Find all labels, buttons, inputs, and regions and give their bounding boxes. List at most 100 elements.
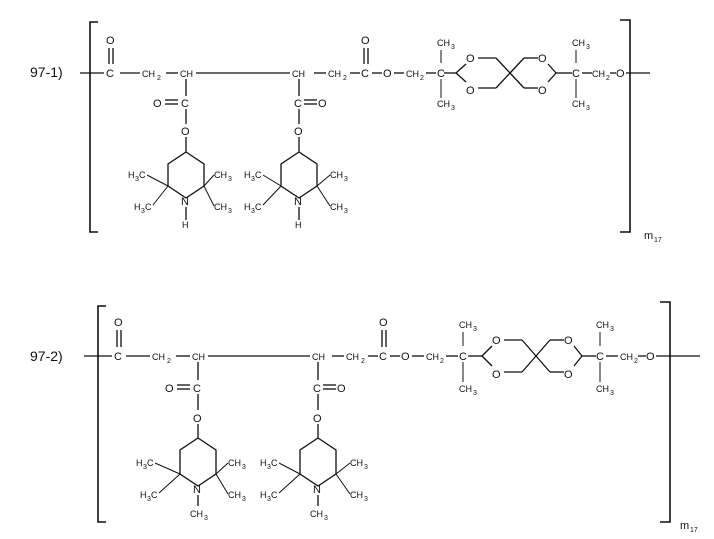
svg-text:O: O (337, 383, 346, 395)
left-bracket (98, 306, 106, 522)
svg-text:O: O (313, 413, 322, 425)
svg-text:C: C (147, 458, 154, 468)
right-bracket (620, 20, 630, 232)
svg-text:O: O (466, 53, 475, 65)
svg-text:17: 17 (690, 527, 698, 534)
svg-text:CH: CH (214, 170, 227, 180)
svg-text:N: N (294, 196, 302, 208)
svg-text:N: N (313, 484, 321, 496)
svg-text:C: C (596, 351, 604, 363)
svg-text:CH: CH (330, 170, 343, 180)
svg-text:O: O (294, 126, 303, 138)
structure-label-97-2: 97-2) (30, 348, 63, 364)
svg-text:CH: CH (459, 320, 472, 330)
svg-text:CH: CH (596, 384, 609, 394)
svg-text:H: H (182, 220, 189, 230)
svg-text:CH: CH (142, 69, 155, 79)
svg-text:3: 3 (324, 515, 328, 522)
svg-text:C: C (437, 68, 445, 80)
svg-text:O: O (193, 413, 202, 425)
svg-text:C: C (255, 202, 262, 212)
svg-text:3: 3 (364, 496, 368, 503)
svg-text:C: C (181, 98, 189, 110)
svg-text:C: C (379, 351, 387, 363)
svg-text:C: C (255, 170, 262, 180)
svg-text:CH: CH (346, 352, 359, 362)
svg-text:C: C (294, 98, 302, 110)
svg-text:C: C (313, 383, 321, 395)
svg-text:3: 3 (344, 208, 348, 215)
svg-text:3: 3 (473, 390, 477, 397)
svg-text:C: C (459, 351, 467, 363)
svg-text:CH: CH (596, 320, 609, 330)
structure-97-2: 97-2) m17 C O CH2 CH C O O N CH3 (30, 302, 700, 534)
svg-text:CH: CH (214, 202, 227, 212)
svg-text:H: H (134, 202, 141, 212)
svg-text:3: 3 (586, 44, 590, 51)
svg-text:3: 3 (610, 390, 614, 397)
svg-text:H: H (140, 490, 147, 500)
svg-text:C: C (361, 68, 369, 80)
svg-text:2: 2 (440, 358, 444, 365)
svg-text:CH: CH (572, 38, 585, 48)
svg-text:CH: CH (192, 352, 205, 362)
svg-text:O: O (492, 369, 501, 381)
svg-text:H: H (136, 458, 143, 468)
svg-text:3: 3 (473, 326, 477, 333)
svg-text:H: H (260, 458, 267, 468)
svg-text:CH: CH (572, 99, 585, 109)
svg-text:CH: CH (328, 69, 341, 79)
svg-text:C: C (139, 170, 146, 180)
svg-text:H: H (128, 170, 135, 180)
svg-text:N: N (181, 196, 189, 208)
svg-text:O: O (165, 383, 174, 395)
svg-text:2: 2 (606, 75, 610, 82)
svg-text:O: O (318, 98, 327, 110)
svg-text:3: 3 (204, 515, 208, 522)
svg-text:CH: CH (620, 352, 633, 362)
svg-text:CH: CH (350, 458, 363, 468)
svg-text:CH: CH (350, 490, 363, 500)
svg-text:3: 3 (242, 464, 246, 471)
atom-C: C (106, 68, 114, 80)
svg-text:O: O (564, 369, 573, 381)
svg-text:2: 2 (167, 358, 171, 365)
structure-97-1: 97-1) m17 C O CH2 CH C O O (30, 20, 662, 244)
svg-text:m: m (680, 520, 689, 532)
svg-text:3: 3 (586, 105, 590, 112)
atom-C: C (114, 351, 122, 363)
svg-text:CH: CH (437, 38, 450, 48)
svg-text:CH: CH (426, 352, 439, 362)
svg-text:m: m (644, 230, 653, 242)
svg-text:CH: CH (152, 352, 165, 362)
repeat-subscript: m17 (680, 520, 698, 534)
svg-text:CH: CH (292, 69, 305, 79)
svg-text:CH: CH (592, 69, 605, 79)
svg-text:CH: CH (190, 509, 203, 519)
svg-text:CH: CH (310, 509, 323, 519)
atom-O: O (114, 317, 123, 329)
svg-text:C: C (271, 458, 278, 468)
svg-text:CH: CH (406, 69, 419, 79)
svg-text:O: O (538, 85, 547, 97)
repeat-subscript: m17 (644, 230, 662, 244)
svg-text:CH: CH (437, 99, 450, 109)
svg-text:O: O (401, 351, 410, 363)
svg-text:H: H (295, 220, 302, 230)
atom-O: O (106, 35, 115, 47)
svg-text:CH: CH (459, 384, 472, 394)
svg-text:2: 2 (157, 75, 161, 82)
svg-text:C: C (151, 490, 158, 500)
svg-text:O: O (646, 351, 655, 363)
svg-text:C: C (145, 202, 152, 212)
svg-text:3: 3 (451, 44, 455, 51)
left-bracket (90, 22, 98, 232)
svg-text:H: H (260, 490, 267, 500)
svg-text:3: 3 (451, 105, 455, 112)
svg-text:O: O (153, 98, 162, 110)
svg-text:O: O (466, 85, 475, 97)
svg-text:CH: CH (312, 352, 325, 362)
svg-text:3: 3 (228, 176, 232, 183)
svg-text:H: H (244, 202, 251, 212)
